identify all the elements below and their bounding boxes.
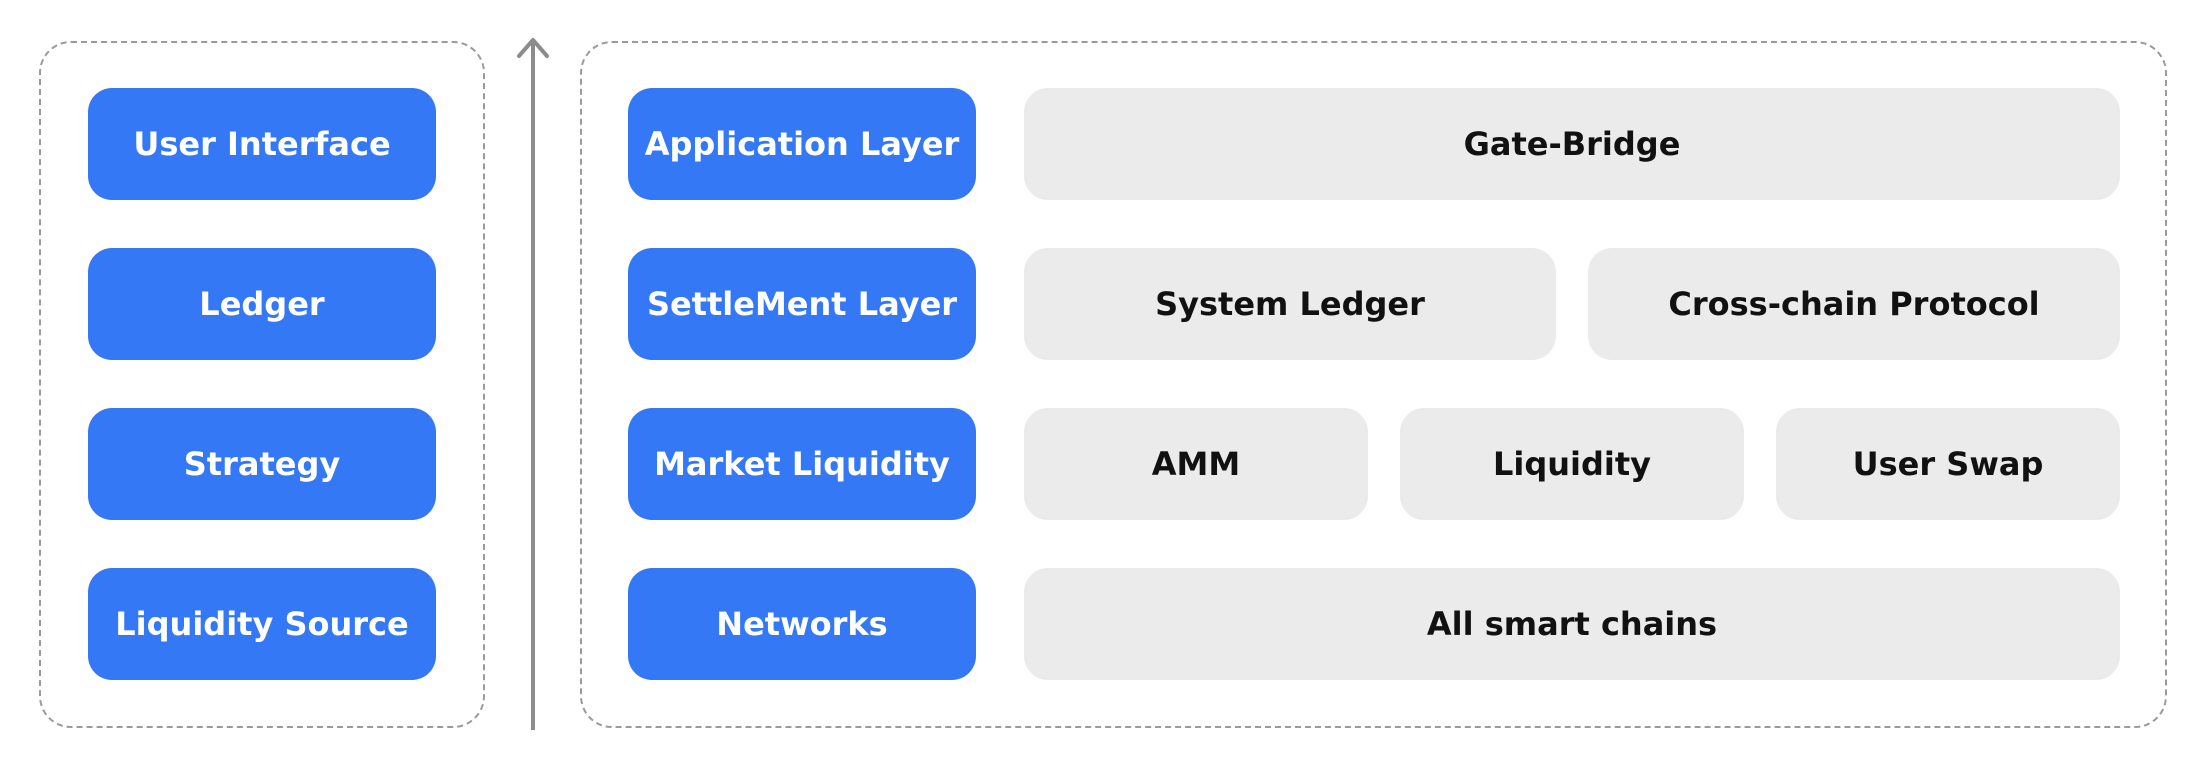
liquidity-box: Liquidity bbox=[1400, 408, 1744, 520]
liquidity-source-box: Liquidity Source bbox=[88, 568, 436, 680]
user-swap-box: User Swap bbox=[1776, 408, 2120, 520]
layers-panel bbox=[580, 41, 2167, 728]
left-stack-panel bbox=[39, 41, 485, 728]
user-interface-box: User Interface bbox=[88, 88, 436, 200]
gate-bridge-box: Gate-Bridge bbox=[1024, 88, 2120, 200]
upward-arrow-icon bbox=[517, 38, 549, 730]
market-liquidity-label: Market Liquidity bbox=[628, 408, 976, 520]
ledger-box: Ledger bbox=[88, 248, 436, 360]
application-layer-label: Application Layer bbox=[628, 88, 976, 200]
system-ledger-box: System Ledger bbox=[1024, 248, 1556, 360]
strategy-box: Strategy bbox=[88, 408, 436, 520]
networks-label: Networks bbox=[628, 568, 976, 680]
amm-box: AMM bbox=[1024, 408, 1368, 520]
all-smart-chains-box: All smart chains bbox=[1024, 568, 2120, 680]
settlement-layer-label: SettleMent Layer bbox=[628, 248, 976, 360]
cross-chain-protocol-box: Cross-chain Protocol bbox=[1588, 248, 2120, 360]
